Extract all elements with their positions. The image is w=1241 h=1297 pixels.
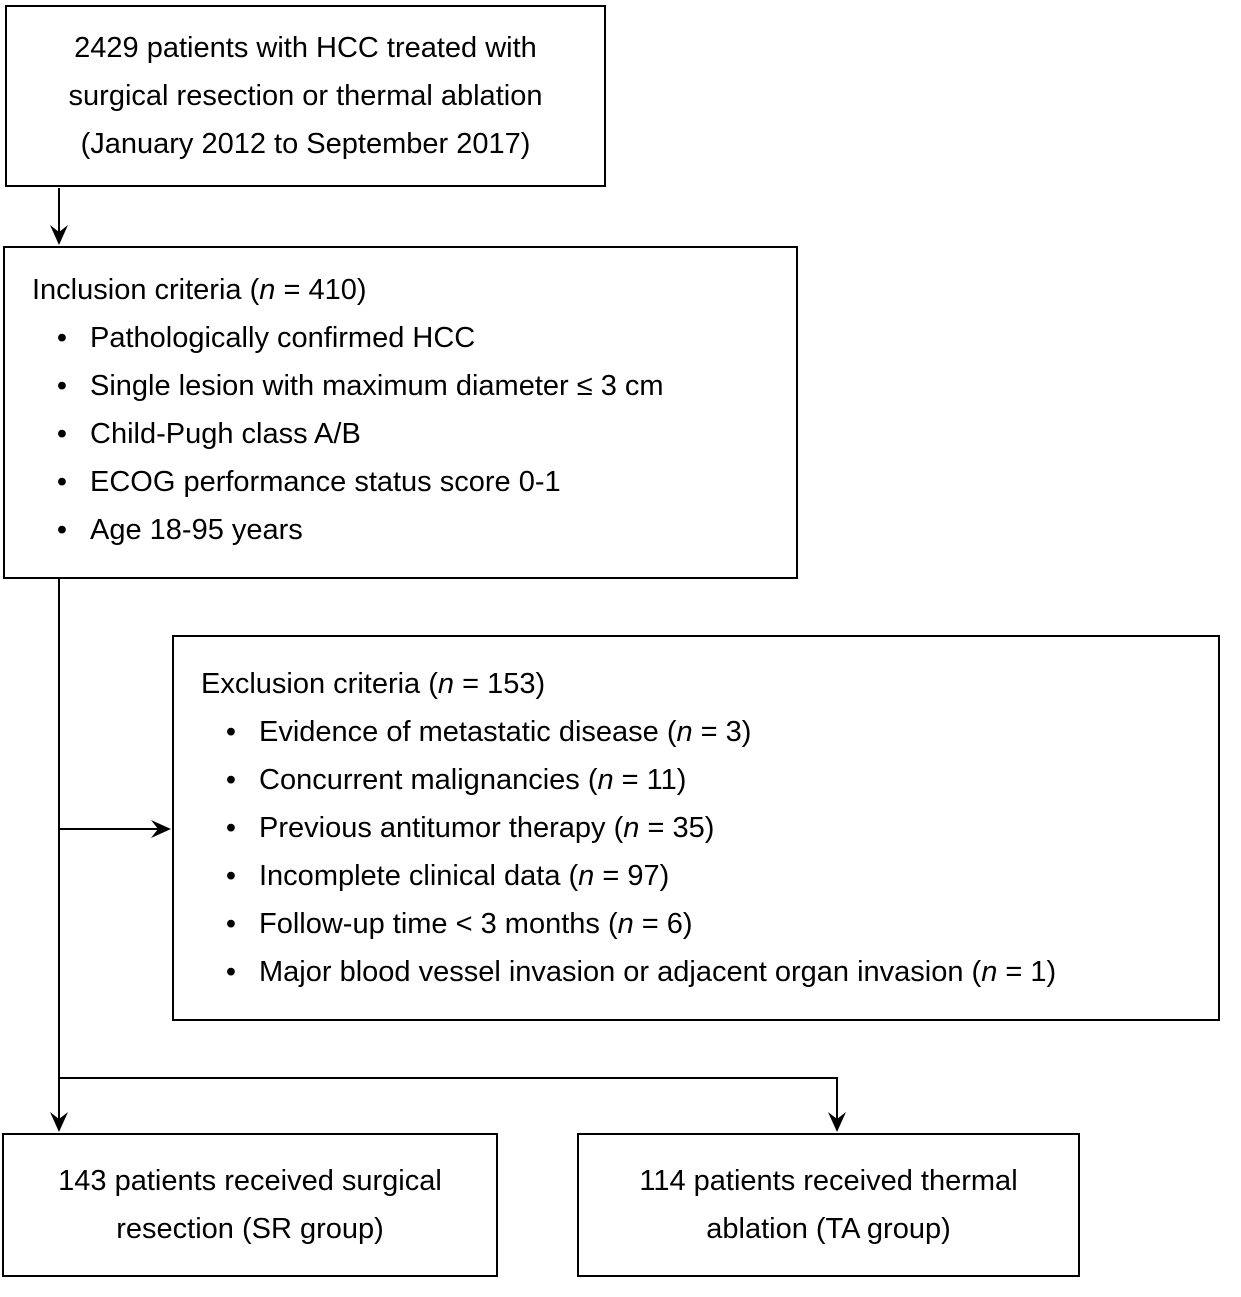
bullet-marker: • xyxy=(225,908,236,940)
inclusion-title-n: n xyxy=(259,274,276,306)
sr-group-line: 143 patients received surgical xyxy=(58,1165,442,1197)
bullet-marker: • xyxy=(225,860,236,892)
exclusion-item: • Major blood vessel invasion or adjacen… xyxy=(174,948,1218,996)
item-text: Concurrent malignancies ( xyxy=(259,764,598,796)
inclusion-criteria-box: Inclusion criteria (n = 410) • Pathologi… xyxy=(3,246,798,579)
exclusion-title-text: Exclusion criteria ( xyxy=(201,668,438,700)
cohort-line: surgical resection or thermal ablation xyxy=(68,80,543,112)
item-n: n xyxy=(623,812,640,844)
ta-group-line: ablation (TA group) xyxy=(706,1213,951,1245)
bullet-marker: • xyxy=(56,418,67,450)
item-n: n xyxy=(981,956,998,988)
exclusion-title: Exclusion criteria (n = 153) xyxy=(174,660,1218,708)
item-count: = 11) xyxy=(613,764,687,796)
bullet-marker: • xyxy=(56,322,67,354)
item-count: = 6) xyxy=(633,908,693,940)
item-n: n xyxy=(597,764,614,796)
inclusion-item: • Age 18-95 years xyxy=(5,506,796,554)
arrowhead-down-ta-group xyxy=(828,1112,846,1132)
bullet-marker: • xyxy=(56,514,67,546)
item-text: Evidence of metastatic disease ( xyxy=(259,716,677,748)
cohort-box: 2429 patients with HCC treated with surg… xyxy=(5,5,606,187)
item-count: = 1) xyxy=(997,956,1057,988)
item-text: Child-Pugh class A/B xyxy=(90,418,361,450)
bullet-marker: • xyxy=(225,716,236,748)
item-text: Pathologically confirmed HCC xyxy=(90,322,476,354)
inclusion-title-text: Inclusion criteria ( xyxy=(32,274,260,306)
item-n: n xyxy=(676,716,693,748)
item-n: n xyxy=(578,860,595,892)
item-n: n xyxy=(617,908,634,940)
sr-group-line: resection (SR group) xyxy=(116,1213,384,1245)
item-count: = 35) xyxy=(639,812,715,844)
bullet-marker: • xyxy=(225,812,236,844)
inclusion-title-count: = 410) xyxy=(275,274,367,306)
item-text: Major blood vessel invasion or adjacent … xyxy=(259,956,982,988)
bullet-marker: • xyxy=(56,466,67,498)
item-text: Single lesion with maximum diameter ≤ 3 … xyxy=(90,370,664,402)
cohort-line: 2429 patients with HCC treated with xyxy=(74,32,537,64)
arrowhead-down-inclusion xyxy=(50,225,68,245)
bullet-marker: • xyxy=(225,956,236,988)
bullet-marker: • xyxy=(225,764,236,796)
item-text: ECOG performance status score 0-1 xyxy=(90,466,561,498)
arrowhead-right-exclusion xyxy=(151,820,171,838)
item-text: Age 18-95 years xyxy=(90,514,303,546)
exclusion-title-n: n xyxy=(437,668,455,700)
inclusion-item: • ECOG performance status score 0-1 xyxy=(5,458,796,506)
exclusion-item: • Concurrent malignancies (n = 11) xyxy=(174,756,1218,804)
cohort-line: (January 2012 to September 2017) xyxy=(80,128,531,160)
inclusion-item: • Single lesion with maximum diameter ≤ … xyxy=(5,362,796,410)
exclusion-criteria-box: Exclusion criteria (n = 153) • Evidence … xyxy=(172,635,1220,1021)
item-text: Previous antitumor therapy ( xyxy=(259,812,624,844)
exclusion-item: • Incomplete clinical data (n = 97) xyxy=(174,852,1218,900)
ta-group-line: 114 patients received thermal xyxy=(639,1165,1018,1197)
exclusion-item: • Evidence of metastatic disease (n = 3) xyxy=(174,708,1218,756)
arrowhead-down-sr-group xyxy=(50,1112,68,1132)
exclusion-title-count: = 153) xyxy=(454,668,546,700)
inclusion-title: Inclusion criteria (n = 410) xyxy=(5,266,796,314)
inclusion-item: • Child-Pugh class A/B xyxy=(5,410,796,458)
sr-group-box: 143 patients received surgical resection… xyxy=(2,1133,498,1277)
item-text: Incomplete clinical data ( xyxy=(259,860,579,892)
exclusion-item: • Follow-up time < 3 months (n = 6) xyxy=(174,900,1218,948)
bullet-marker: • xyxy=(56,370,67,402)
exclusion-item: • Previous antitumor therapy (n = 35) xyxy=(174,804,1218,852)
inclusion-item: • Pathologically confirmed HCC xyxy=(5,314,796,362)
item-count: = 3) xyxy=(692,716,752,748)
item-text: Follow-up time < 3 months ( xyxy=(259,908,618,940)
ta-group-box: 114 patients received thermal ablation (… xyxy=(577,1133,1080,1277)
item-count: = 97) xyxy=(594,860,670,892)
